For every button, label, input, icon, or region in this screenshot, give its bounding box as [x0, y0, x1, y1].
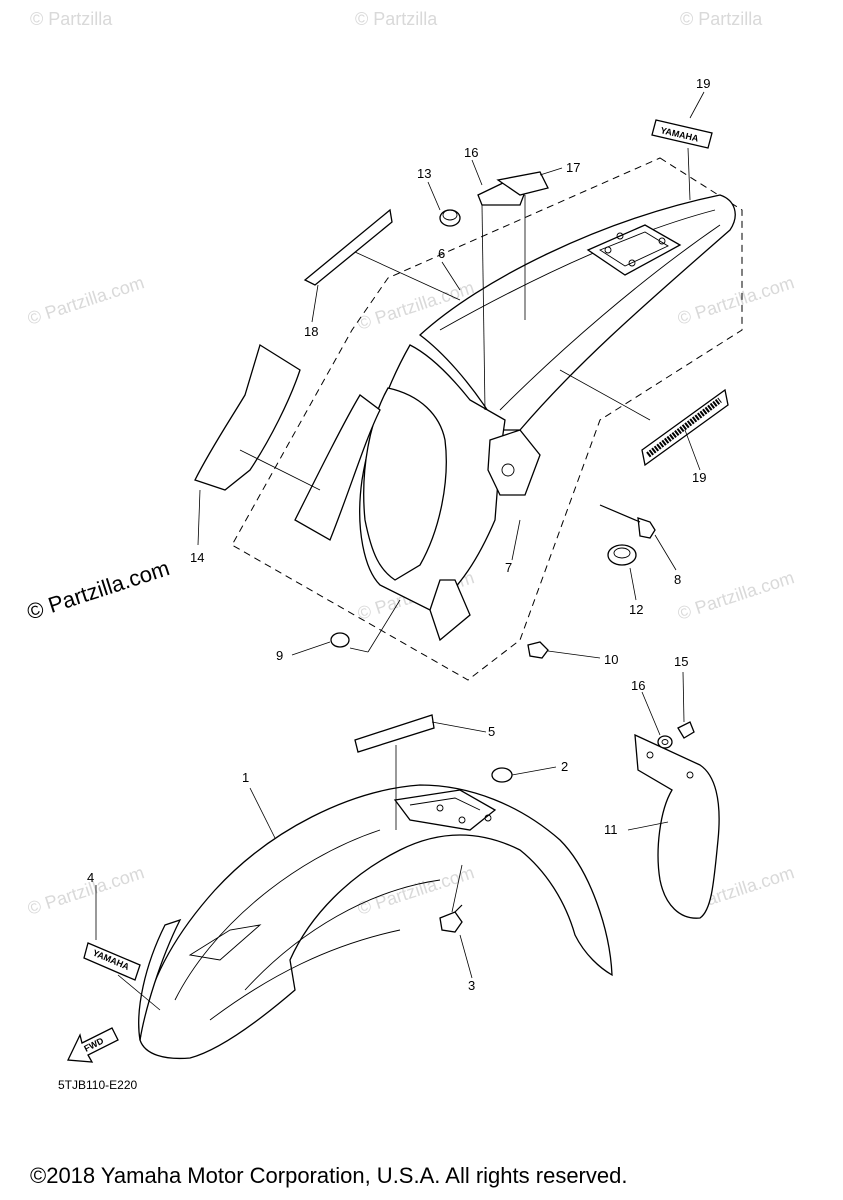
part-code: 5TJB110-E220	[58, 1078, 137, 1092]
front-fender	[138, 784, 613, 1060]
grommet-12	[607, 544, 637, 566]
callout-13: 13	[417, 166, 431, 181]
callout-19-left: 18	[304, 324, 318, 339]
decal-19-lettering	[646, 397, 722, 458]
callout-1: 1	[242, 770, 249, 785]
watermark: © Partzilla.com	[355, 862, 477, 919]
callout-12: 12	[629, 602, 643, 617]
watermark: © Partzilla.com	[25, 862, 147, 919]
side-cover-14	[194, 343, 301, 491]
rear-fender	[294, 194, 736, 642]
callout-11: 11	[604, 822, 618, 837]
bolt-8	[599, 504, 656, 539]
bolt-3	[439, 904, 463, 933]
watermark: © Partzilla.com	[25, 272, 147, 329]
callout-5: 5	[488, 724, 495, 739]
decal-19-left	[303, 208, 393, 286]
bolt-10	[527, 641, 549, 659]
callout-9: 9	[276, 648, 283, 663]
grommet-13	[439, 209, 461, 227]
watermark: © Partzilla.com	[675, 567, 797, 624]
callout-3: 3	[468, 978, 475, 993]
leader-lines	[95, 91, 705, 1011]
watermark: © Partzilla	[680, 9, 763, 29]
callout-4: 4	[87, 870, 94, 885]
callout-17: 16	[464, 145, 478, 160]
watermark: © Partzilla	[30, 9, 113, 29]
decal-4	[83, 942, 141, 981]
watermark: © Partzilla	[355, 9, 438, 29]
screw-15	[677, 721, 695, 739]
callout-14: 14	[190, 550, 204, 565]
washer-16	[657, 735, 673, 749]
callout-18: 17	[566, 160, 580, 175]
callout-7: 7	[505, 560, 512, 575]
callout-2: 2	[561, 759, 568, 774]
watermark: © Partzilla.com	[675, 272, 797, 329]
mud-flap-11	[634, 733, 720, 919]
nut-9	[330, 632, 350, 648]
watermark-brand: © Partzilla.com	[24, 555, 173, 625]
fwd-arrow-icon: FWD	[67, 1027, 119, 1063]
callout-15: 15	[674, 654, 688, 669]
assembly-outline	[231, 157, 743, 681]
callouts: 19 16 17 13 6 18 19 7 8 12 14 9 10 15 16…	[87, 76, 710, 993]
pad-18	[496, 171, 549, 196]
callout-19-right: 19	[692, 470, 706, 485]
callout-6: 6	[438, 246, 445, 261]
copyright-footer: ©2018 Yamaha Motor Corporation, U.S.A. A…	[30, 1163, 627, 1188]
grommet-2	[491, 767, 513, 783]
decal-5	[354, 714, 435, 753]
callout-20: 19	[696, 76, 710, 91]
callout-8: 8	[674, 572, 681, 587]
callout-10: 10	[604, 652, 618, 667]
decal-20	[651, 119, 713, 149]
callout-16: 16	[631, 678, 645, 693]
